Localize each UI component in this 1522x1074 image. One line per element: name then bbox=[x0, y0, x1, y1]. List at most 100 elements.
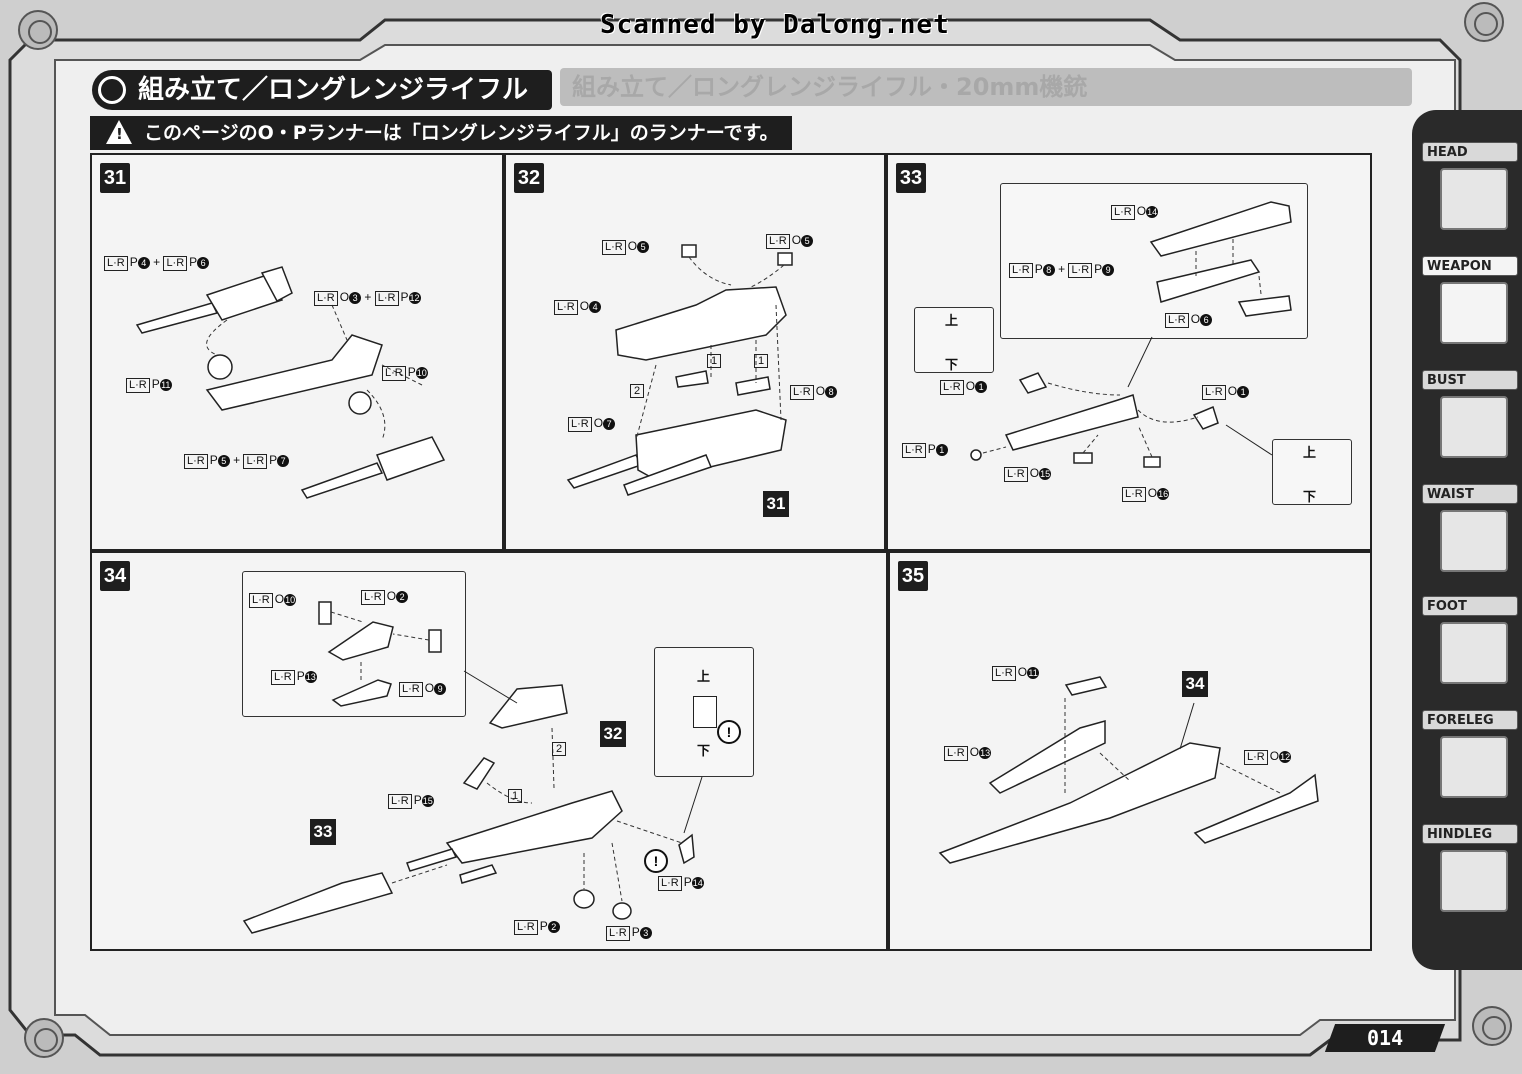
step-34-inset-illustration bbox=[318, 601, 442, 707]
step-reference-32: 32 bbox=[600, 721, 626, 747]
step-34-illustration bbox=[242, 670, 703, 934]
order-marker-1-left: 1 bbox=[707, 354, 722, 368]
order-marker-2: 2 bbox=[552, 742, 567, 756]
nav-tab-hindleg[interactable]: HINDLEG bbox=[1420, 824, 1522, 930]
corner-ornament-bottom-right bbox=[1472, 1006, 1512, 1046]
page-title: 組み立て／ロングレンジライフル bbox=[92, 70, 552, 110]
gear-icon bbox=[98, 76, 126, 104]
down-marker: 下 bbox=[697, 744, 711, 759]
corner-ornament-top-left bbox=[18, 10, 58, 50]
warning-icon: ! bbox=[106, 120, 132, 144]
step-reference-34: 34 bbox=[1182, 671, 1208, 697]
up-marker: 上 bbox=[697, 670, 711, 685]
step-reference-33: 33 bbox=[310, 819, 336, 845]
down-marker: 下 bbox=[1303, 490, 1317, 505]
orientation-inset-left: 上 下 bbox=[914, 307, 994, 373]
corner-ornament-bottom-left bbox=[24, 1018, 64, 1058]
waist-thumbnail-icon bbox=[1440, 510, 1508, 572]
up-marker: 上 bbox=[945, 314, 959, 329]
step-number: 33 bbox=[896, 163, 926, 193]
down-marker: 下 bbox=[945, 358, 959, 373]
runner-notice-text: このページのO・Pランナーは「ロングレンジライフル」のランナーです。 bbox=[144, 122, 779, 144]
weapon-thumbnail-icon bbox=[1440, 282, 1508, 344]
order-marker-1-right: 1 bbox=[754, 354, 769, 368]
page-number: 014 bbox=[1324, 1024, 1446, 1052]
step-number: 35 bbox=[898, 561, 928, 591]
caution-icon: ! bbox=[717, 720, 741, 744]
ghost-title-bleedthrough: 組み立て／ロングレンジライフル・20mm機銃 bbox=[560, 68, 1412, 106]
step-35-illustration bbox=[938, 676, 1319, 864]
nav-tab-label: FOOT bbox=[1422, 596, 1518, 616]
step-number: 32 bbox=[514, 163, 544, 193]
nav-tab-bust[interactable]: BUST bbox=[1420, 370, 1522, 476]
up-marker: 上 bbox=[1303, 446, 1317, 461]
nav-tab-label: HEAD bbox=[1422, 142, 1518, 162]
scan-watermark: Scanned by Dalong.net bbox=[600, 10, 950, 40]
step-number: 34 bbox=[100, 561, 130, 591]
step-33-illustration bbox=[970, 336, 1273, 468]
nav-tab-label: BUST bbox=[1422, 370, 1518, 390]
page-title-text: 組み立て／ロングレンジライフル bbox=[138, 75, 529, 105]
runner-notice: ! このページのO・Pランナーは「ロングレンジライフル」のランナーです。 bbox=[90, 116, 792, 150]
nav-tab-weapon[interactable]: WEAPON bbox=[1420, 256, 1522, 362]
foreleg-thumbnail-icon bbox=[1440, 736, 1508, 798]
nav-tab-label: WEAPON bbox=[1422, 256, 1518, 276]
step-reference-31: 31 bbox=[763, 491, 789, 517]
step-32-illustration bbox=[566, 244, 793, 496]
order-marker-1: 1 bbox=[508, 789, 523, 803]
nav-tab-foreleg[interactable]: FORELEG bbox=[1420, 710, 1522, 816]
caution-icon: ! bbox=[644, 849, 668, 873]
step-number: 31 bbox=[100, 163, 130, 193]
orientation-inset-right: 上 下 bbox=[1272, 439, 1352, 505]
section-nav: HEAD WEAPON BUST WAIST FOOT FORELEG HIND… bbox=[1412, 110, 1522, 970]
corner-ornament-top-right bbox=[1464, 2, 1504, 42]
nav-tab-head[interactable]: HEAD bbox=[1420, 142, 1522, 248]
nav-tab-waist[interactable]: WAIST bbox=[1420, 484, 1522, 590]
nav-tab-label: FORELEG bbox=[1422, 710, 1518, 730]
nav-tab-label: WAIST bbox=[1422, 484, 1518, 504]
nav-tab-foot[interactable]: FOOT bbox=[1420, 596, 1522, 702]
orientation-inset: 上 ! 下 bbox=[654, 647, 754, 777]
bust-thumbnail-icon bbox=[1440, 396, 1508, 458]
hindleg-thumbnail-icon bbox=[1440, 850, 1508, 912]
step-31-illustration bbox=[135, 266, 446, 499]
order-marker-2: 2 bbox=[630, 384, 645, 398]
head-thumbnail-icon bbox=[1440, 168, 1508, 230]
page-number-text: 014 bbox=[1366, 1026, 1404, 1050]
